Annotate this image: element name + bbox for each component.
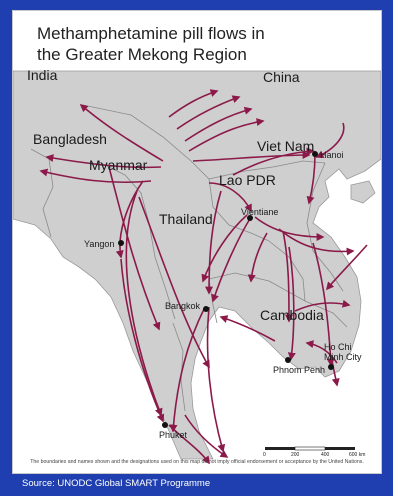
flow-myanmar-vietnam xyxy=(192,151,311,162)
dot-yangon xyxy=(118,240,124,246)
label-phnom-penh: Phnom Penh xyxy=(273,365,326,375)
landmass-asia xyxy=(13,70,381,460)
flow-cambodia-bangkok xyxy=(219,315,276,342)
flow-myanmar-china-4 xyxy=(188,118,265,152)
label-vientiane: Vientiane xyxy=(241,207,279,217)
label-viet-nam: Viet Nam xyxy=(257,138,315,154)
flow-myanmar-bangladesh xyxy=(45,154,162,169)
label-lao: Lao PDR xyxy=(219,172,276,188)
flow-lao-vientiane xyxy=(208,182,252,213)
flow-vientiane-west xyxy=(201,214,248,283)
flow-myanmar-east xyxy=(138,196,210,369)
flow-myanmar-china-1 xyxy=(168,89,219,118)
flow-myanmar-south-2 xyxy=(125,190,163,417)
flow-myanmar-china-3 xyxy=(184,106,253,142)
flow-hanoi-north xyxy=(306,152,316,205)
map-disclaimer: The boundaries and names shown and the d… xyxy=(30,459,364,465)
label-thailand: Thailand xyxy=(159,211,213,227)
flow-hcm-south xyxy=(330,354,340,387)
flow-cambodia-east xyxy=(294,299,351,312)
flow-yangon-phuket xyxy=(120,258,165,423)
flow-east-inland xyxy=(325,244,368,291)
label-hanoi: Hanoi xyxy=(320,150,344,160)
flow-bangkok-south-2 xyxy=(206,306,226,453)
flow-south-tail xyxy=(184,414,229,458)
map-title-line-1: Methamphetamine pill flows in xyxy=(37,24,265,43)
flow-myanmar-china-2 xyxy=(176,95,241,130)
flow-lao-hcm xyxy=(312,242,335,367)
label-china: China xyxy=(263,69,300,85)
label-bangladesh: Bangladesh xyxy=(33,131,107,147)
label-ho-chi-minh-city: Ho Chi Minh City xyxy=(324,342,362,362)
dot-bangkok xyxy=(203,306,209,312)
city-dots xyxy=(118,151,334,428)
flow-myanmar-india xyxy=(79,103,164,162)
label-yangon: Yangon xyxy=(84,239,115,249)
label-myanmar: Myanmar xyxy=(89,157,148,173)
flow-vientiane-bangkok xyxy=(211,216,252,303)
map-title: Methamphetamine pill flows in the Greate… xyxy=(37,23,265,65)
flow-hcm-cambodia xyxy=(305,340,338,364)
scale-tick-0: 0 xyxy=(263,452,266,458)
flow-bangkok-south xyxy=(169,306,206,433)
dot-hcm xyxy=(328,364,334,370)
dot-phnompenh xyxy=(285,357,291,363)
flow-vientiane-east xyxy=(254,216,325,241)
scale-tick-200: 200 xyxy=(291,452,300,458)
flow-phuket-south xyxy=(168,424,210,465)
scale-bar xyxy=(265,446,355,451)
flow-china-hanoi xyxy=(315,122,345,159)
scale-tick-400: 400 xyxy=(321,452,330,458)
flow-lao-thailand xyxy=(205,190,222,295)
flow-lao-cambodia xyxy=(282,230,293,323)
flow-lao-hanoi xyxy=(232,147,315,176)
source-caption: Source: UNODC Global SMART Programme xyxy=(22,478,211,489)
label-phuket: Phuket xyxy=(159,430,188,440)
dot-phuket xyxy=(162,422,168,428)
label-india: India xyxy=(27,67,58,83)
flow-lao-phnompenh xyxy=(287,246,296,361)
dot-vientiane xyxy=(247,215,253,221)
scale-tick-600: 600 km xyxy=(349,452,366,458)
flow-lao-south xyxy=(247,232,268,283)
label-hcm-line-1: Ho Chi xyxy=(324,342,352,352)
label-bangkok: Bangkok xyxy=(165,301,201,311)
map-svg xyxy=(13,70,381,465)
map-panel: Methamphetamine pill flows in the Greate… xyxy=(12,10,382,474)
label-cambodia: Cambodia xyxy=(260,307,324,323)
dot-hanoi xyxy=(312,151,318,157)
map-title-line-2: the Greater Mekong Region xyxy=(37,45,247,64)
flow-arrows xyxy=(39,89,368,465)
label-hcm-line-2: Minh City xyxy=(324,352,362,362)
landmass-hainan xyxy=(350,180,376,204)
flow-myanmar-andaman xyxy=(108,166,161,331)
flow-myanmar-bangladesh-2 xyxy=(39,168,152,184)
